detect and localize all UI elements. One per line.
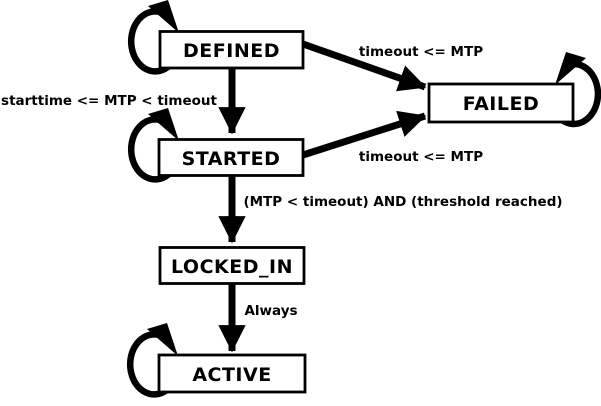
label-locked-in-to-active: Always — [244, 303, 297, 319]
label-defined-to-started: starttime <= MTP < timeout — [1, 93, 217, 109]
state-locked-in-label: LOCKED_IN — [171, 256, 293, 278]
arrow-started-to-failed — [301, 110, 427, 159]
label-started-to-failed: timeout <= MTP — [359, 149, 483, 165]
state-defined-label: DEFINED — [183, 40, 280, 62]
state-started: STARTED — [157, 138, 305, 177]
arrowhead-icon — [148, 0, 179, 33]
state-active: ACTIVE — [157, 353, 307, 394]
state-defined: DEFINED — [158, 30, 305, 70]
label-started-to-locked-in: (MTP < timeout) AND (threshold reached) — [243, 194, 562, 210]
self-loop-failed — [555, 52, 601, 128]
state-locked-in: LOCKED_IN — [158, 246, 306, 285]
state-failed-label: FAILED — [463, 93, 539, 115]
arrow-defined-to-failed — [301, 40, 427, 92]
self-loop-started — [127, 108, 179, 183]
arrowhead-icon — [148, 108, 179, 141]
state-active-label: ACTIVE — [192, 364, 271, 386]
arrowhead-icon — [147, 323, 178, 356]
arrowhead-icon — [555, 52, 586, 85]
label-defined-to-failed: timeout <= MTP — [359, 44, 483, 60]
state-failed: FAILED — [427, 82, 575, 124]
state-started-label: STARTED — [182, 148, 281, 170]
self-loop-defined — [127, 0, 179, 75]
self-loop-active — [126, 323, 178, 398]
